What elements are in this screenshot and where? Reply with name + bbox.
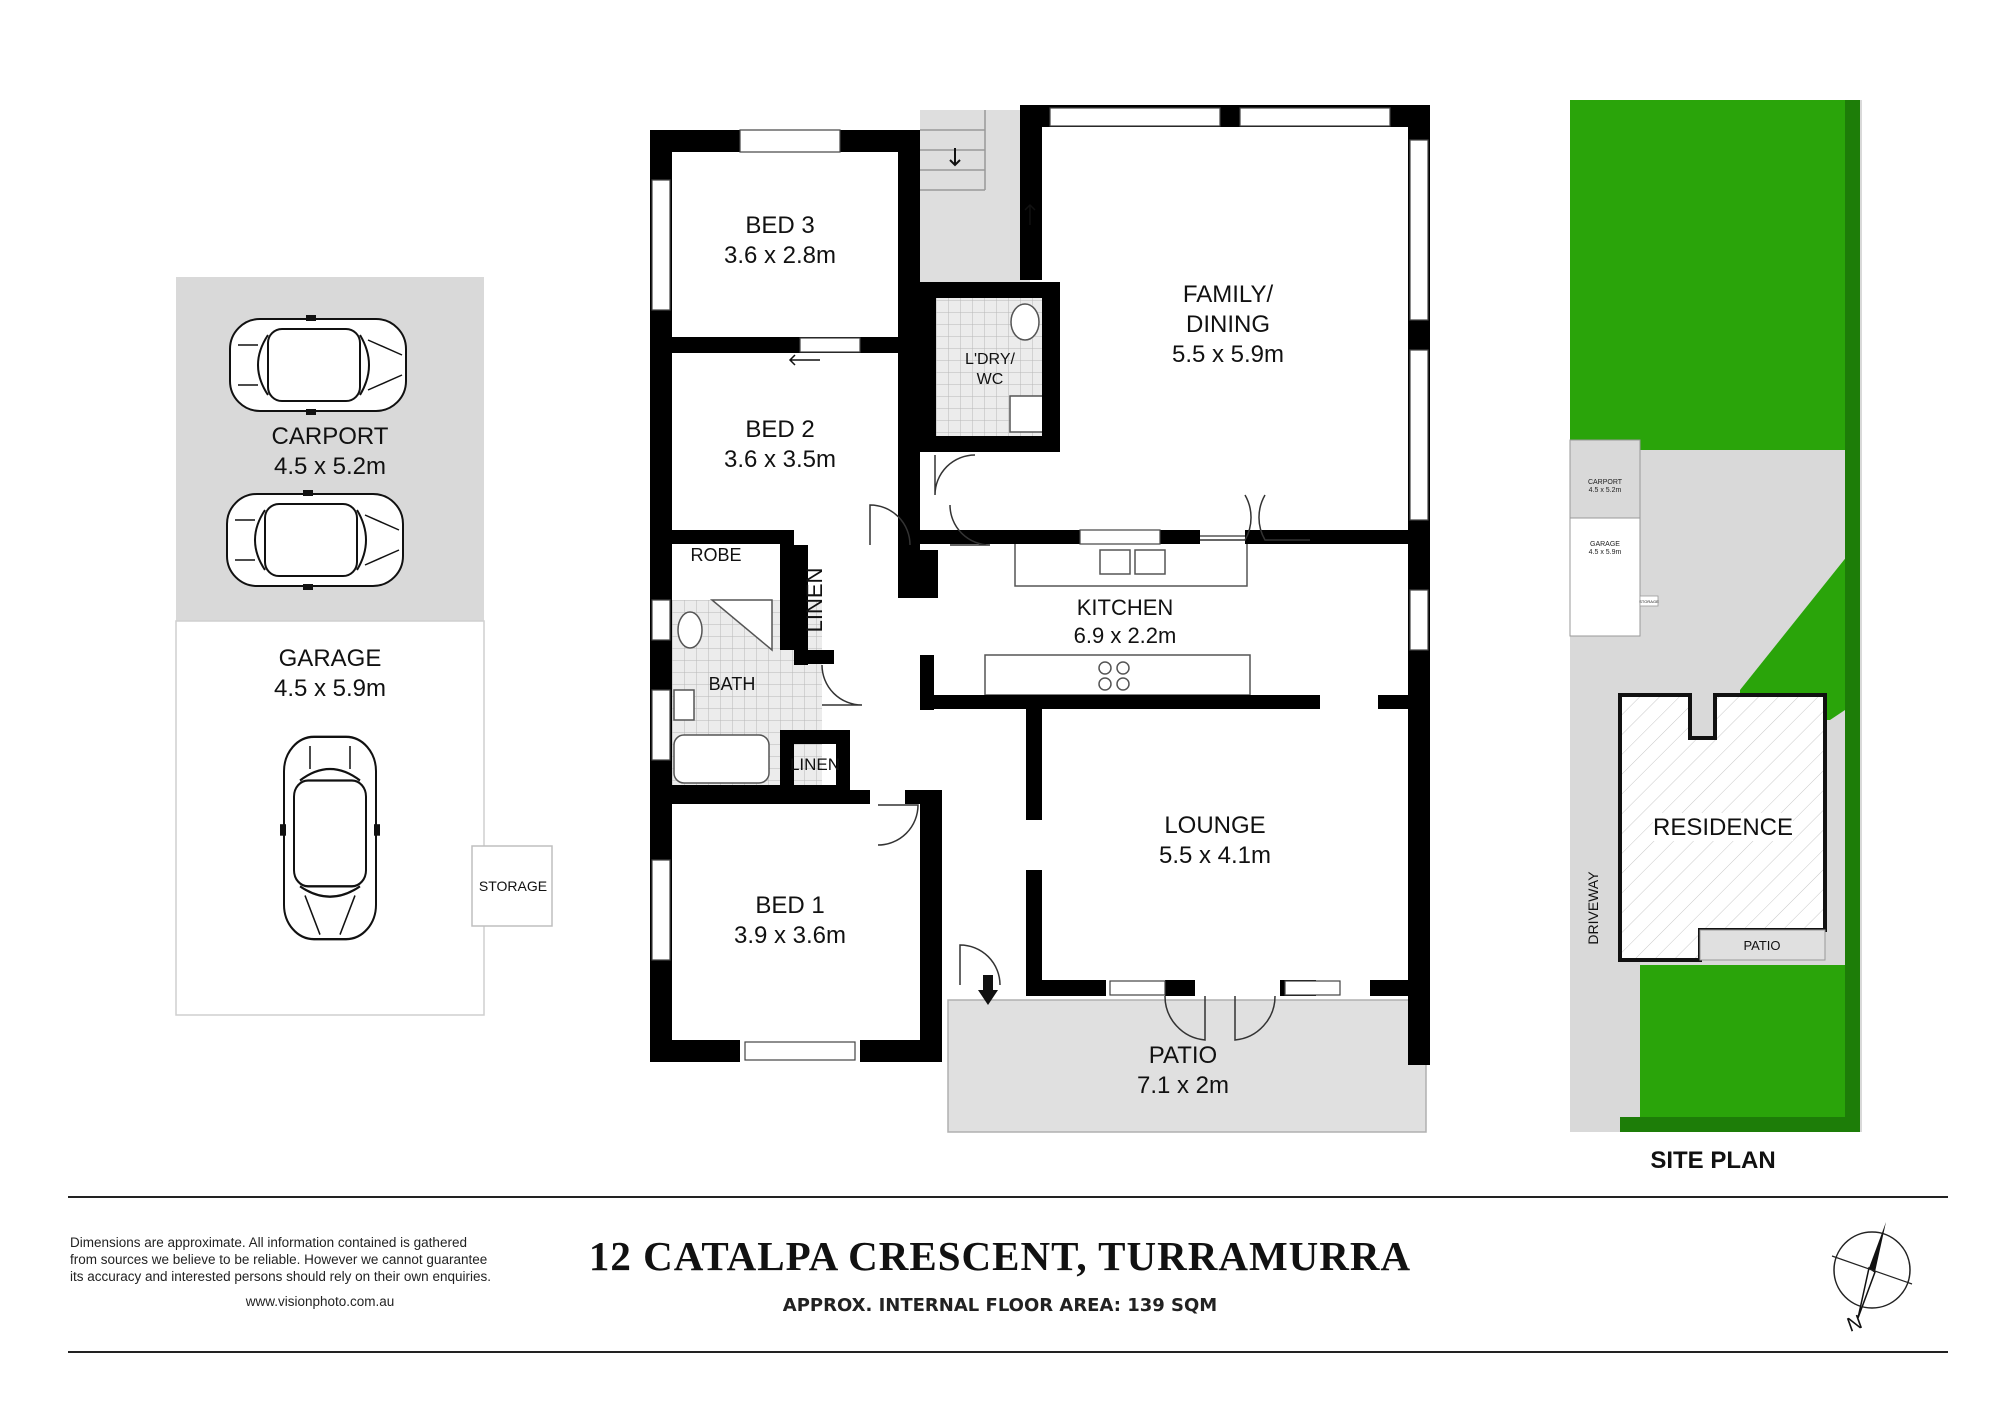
disclaimer-line-3: its accuracy and interested persons shou… (70, 1269, 491, 1284)
kitchen-label: KITCHEN (1077, 595, 1174, 620)
patio-label: PATIO (1149, 1042, 1217, 1069)
garage-size: 4.5 x 5.9m (274, 675, 386, 702)
floor-area: APPROX. INTERNAL FLOOR AREA: 139 SQM (783, 1295, 1217, 1316)
patio-area (947, 999, 1427, 1133)
bath-fixtures (673, 599, 773, 784)
disclaimer-line-1: Dimensions are approximate. All informat… (70, 1235, 467, 1250)
doors (821, 454, 1310, 1041)
entry-arrow-icon (978, 975, 998, 1005)
family-size: 5.5 x 5.9m (1172, 341, 1284, 368)
site-garage-size: 4.5 x 5.9m (1589, 549, 1622, 556)
carport-size: 4.5 x 5.2m (274, 453, 386, 480)
driveway-label: DRIVEWAY (1585, 871, 1601, 945)
site-garage (1569, 517, 1641, 637)
property-address: 12 CATALPA CRESCENT, TURRAMURRA (589, 1233, 1411, 1279)
site-storage-label: STORAGE (1639, 599, 1659, 604)
hedge-boundary (1620, 100, 1860, 1132)
arrow-icon (1024, 203, 1036, 225)
bed1-size: 3.9 x 3.6m (734, 922, 846, 949)
compass-icon: N (1831, 1222, 1913, 1337)
website-link[interactable]: www.visionphoto.com.au (245, 1294, 395, 1309)
laundry-fixtures (1009, 303, 1047, 433)
lawn-front (1570, 100, 1860, 450)
kitchen-size: 6.9 x 2.2m (1074, 623, 1177, 648)
site-patio-label: PATIO (1743, 938, 1780, 953)
linen-label: LINEN (790, 755, 840, 774)
main-floor-plan: BED 3 3.6 x 2.8m BED 2 3.6 x 3.5m FAMILY… (650, 105, 1430, 1133)
stairs (920, 110, 986, 191)
storage-area (471, 845, 553, 927)
arrow-icon (788, 354, 820, 366)
patio-size: 7.1 x 2m (1137, 1072, 1229, 1099)
site-carport-size: 4.5 x 5.2m (1589, 487, 1622, 494)
site-carport-label: CARPORT (1588, 479, 1623, 486)
site-plan-title: SITE PLAN (1650, 1147, 1775, 1174)
down-arrow-icon (949, 148, 961, 167)
lounge-label: LOUNGE (1164, 812, 1265, 839)
disclaimer-line-2: from sources we believe to be reliable. … (70, 1252, 487, 1267)
stair-area (920, 110, 1030, 282)
bath-label: BATH (709, 674, 756, 694)
family-label-line1: FAMILY/ (1183, 281, 1274, 308)
site-carport (1569, 439, 1641, 519)
site-garage-label: GARAGE (1590, 541, 1620, 548)
bed3-label: BED 3 (745, 212, 814, 239)
robe-label: ROBE (690, 545, 741, 565)
windows (651, 107, 1429, 1061)
residence-label: RESIDENCE (1653, 814, 1793, 841)
family-label-line2: DINING (1186, 311, 1270, 338)
car-icon (229, 314, 407, 416)
car-icon (226, 489, 404, 591)
bed3-size: 3.6 x 2.8m (724, 242, 836, 269)
site-plan: CARPORT 4.5 x 5.2m GARAGE 4.5 x 5.9m STO… (1569, 100, 1862, 1174)
lawn-rear (1620, 965, 1860, 1132)
laundry-label-line2: WC (977, 371, 1004, 388)
lounge-size: 5.5 x 4.1m (1159, 842, 1271, 869)
storage-label: STORAGE (479, 878, 547, 894)
linen-vertical-label: LINEN (802, 568, 827, 633)
site-patio (1699, 929, 1826, 961)
car-icon (278, 735, 382, 941)
garage-label: GARAGE (279, 645, 382, 672)
bed2-size: 3.6 x 3.5m (724, 446, 836, 473)
lawn-side (1740, 540, 1860, 720)
footer: Dimensions are approximate. All informat… (68, 1196, 1948, 1353)
laundry-label-line1: L'DRY/ (965, 351, 1015, 368)
carport-label: CARPORT (272, 423, 389, 450)
bed2-label: BED 2 (745, 416, 814, 443)
carport-garage-block: CARPORT 4.5 x 5.2m GARAGE 4.5 x 5.9m STO… (175, 277, 553, 1016)
compass-north-label: N (1844, 1311, 1865, 1337)
bed1-label: BED 1 (755, 892, 824, 919)
